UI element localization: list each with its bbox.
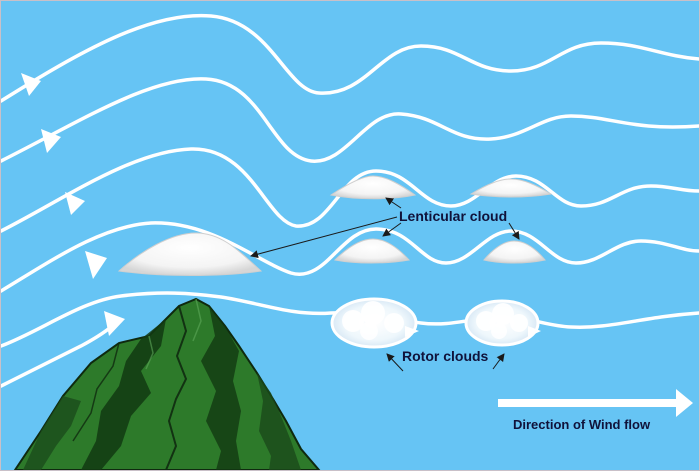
pointer-lenticular-right bbox=[508, 222, 520, 240]
lenticular-clouds bbox=[117, 175, 553, 276]
arrowhead-icon bbox=[104, 311, 125, 336]
lenticular-cloud-lower-left bbox=[333, 238, 410, 264]
pointer-lenticular-lower bbox=[382, 222, 402, 237]
lenticular-cloud-large bbox=[117, 232, 263, 276]
rotor-cloud-left bbox=[330, 297, 419, 349]
pointer-rotor-right bbox=[492, 353, 505, 370]
pointer-lenticular-large bbox=[250, 216, 398, 259]
streamline-arrowheads bbox=[21, 73, 125, 336]
arrowhead-icon bbox=[65, 192, 85, 215]
arrowhead-icon bbox=[21, 73, 41, 96]
rotor-clouds-label: Rotor clouds bbox=[402, 348, 489, 364]
arrowhead-icon bbox=[41, 129, 61, 153]
streamline-6 bbox=[1, 325, 113, 388]
streamline-1 bbox=[1, 13, 699, 103]
lenticular-cloud-lower-right bbox=[483, 240, 546, 264]
wind-direction-arrow bbox=[498, 389, 693, 417]
arrowhead-icon bbox=[85, 251, 107, 279]
pointer-lenticular-upper bbox=[385, 197, 402, 209]
label-pointers bbox=[250, 197, 520, 372]
lenticular-cloud-upper-right bbox=[469, 178, 553, 198]
arrowhead-icon bbox=[405, 326, 419, 337]
arrowhead-icon bbox=[528, 326, 541, 337]
pointer-rotor-left bbox=[386, 353, 404, 372]
rotor-clouds bbox=[330, 297, 541, 349]
streamline-2 bbox=[1, 77, 699, 163]
rotor-cloud-right bbox=[464, 299, 541, 347]
streamline-4 bbox=[1, 221, 699, 293]
streamline-3 bbox=[1, 147, 699, 233]
wind-direction-label: Direction of Wind flow bbox=[513, 417, 651, 432]
wind-streamlines bbox=[1, 13, 699, 388]
mountain-icon bbox=[13, 297, 321, 470]
lenticular-cloud-upper-left bbox=[329, 175, 417, 200]
lenticular-cloud-label: Lenticular cloud bbox=[399, 208, 508, 224]
